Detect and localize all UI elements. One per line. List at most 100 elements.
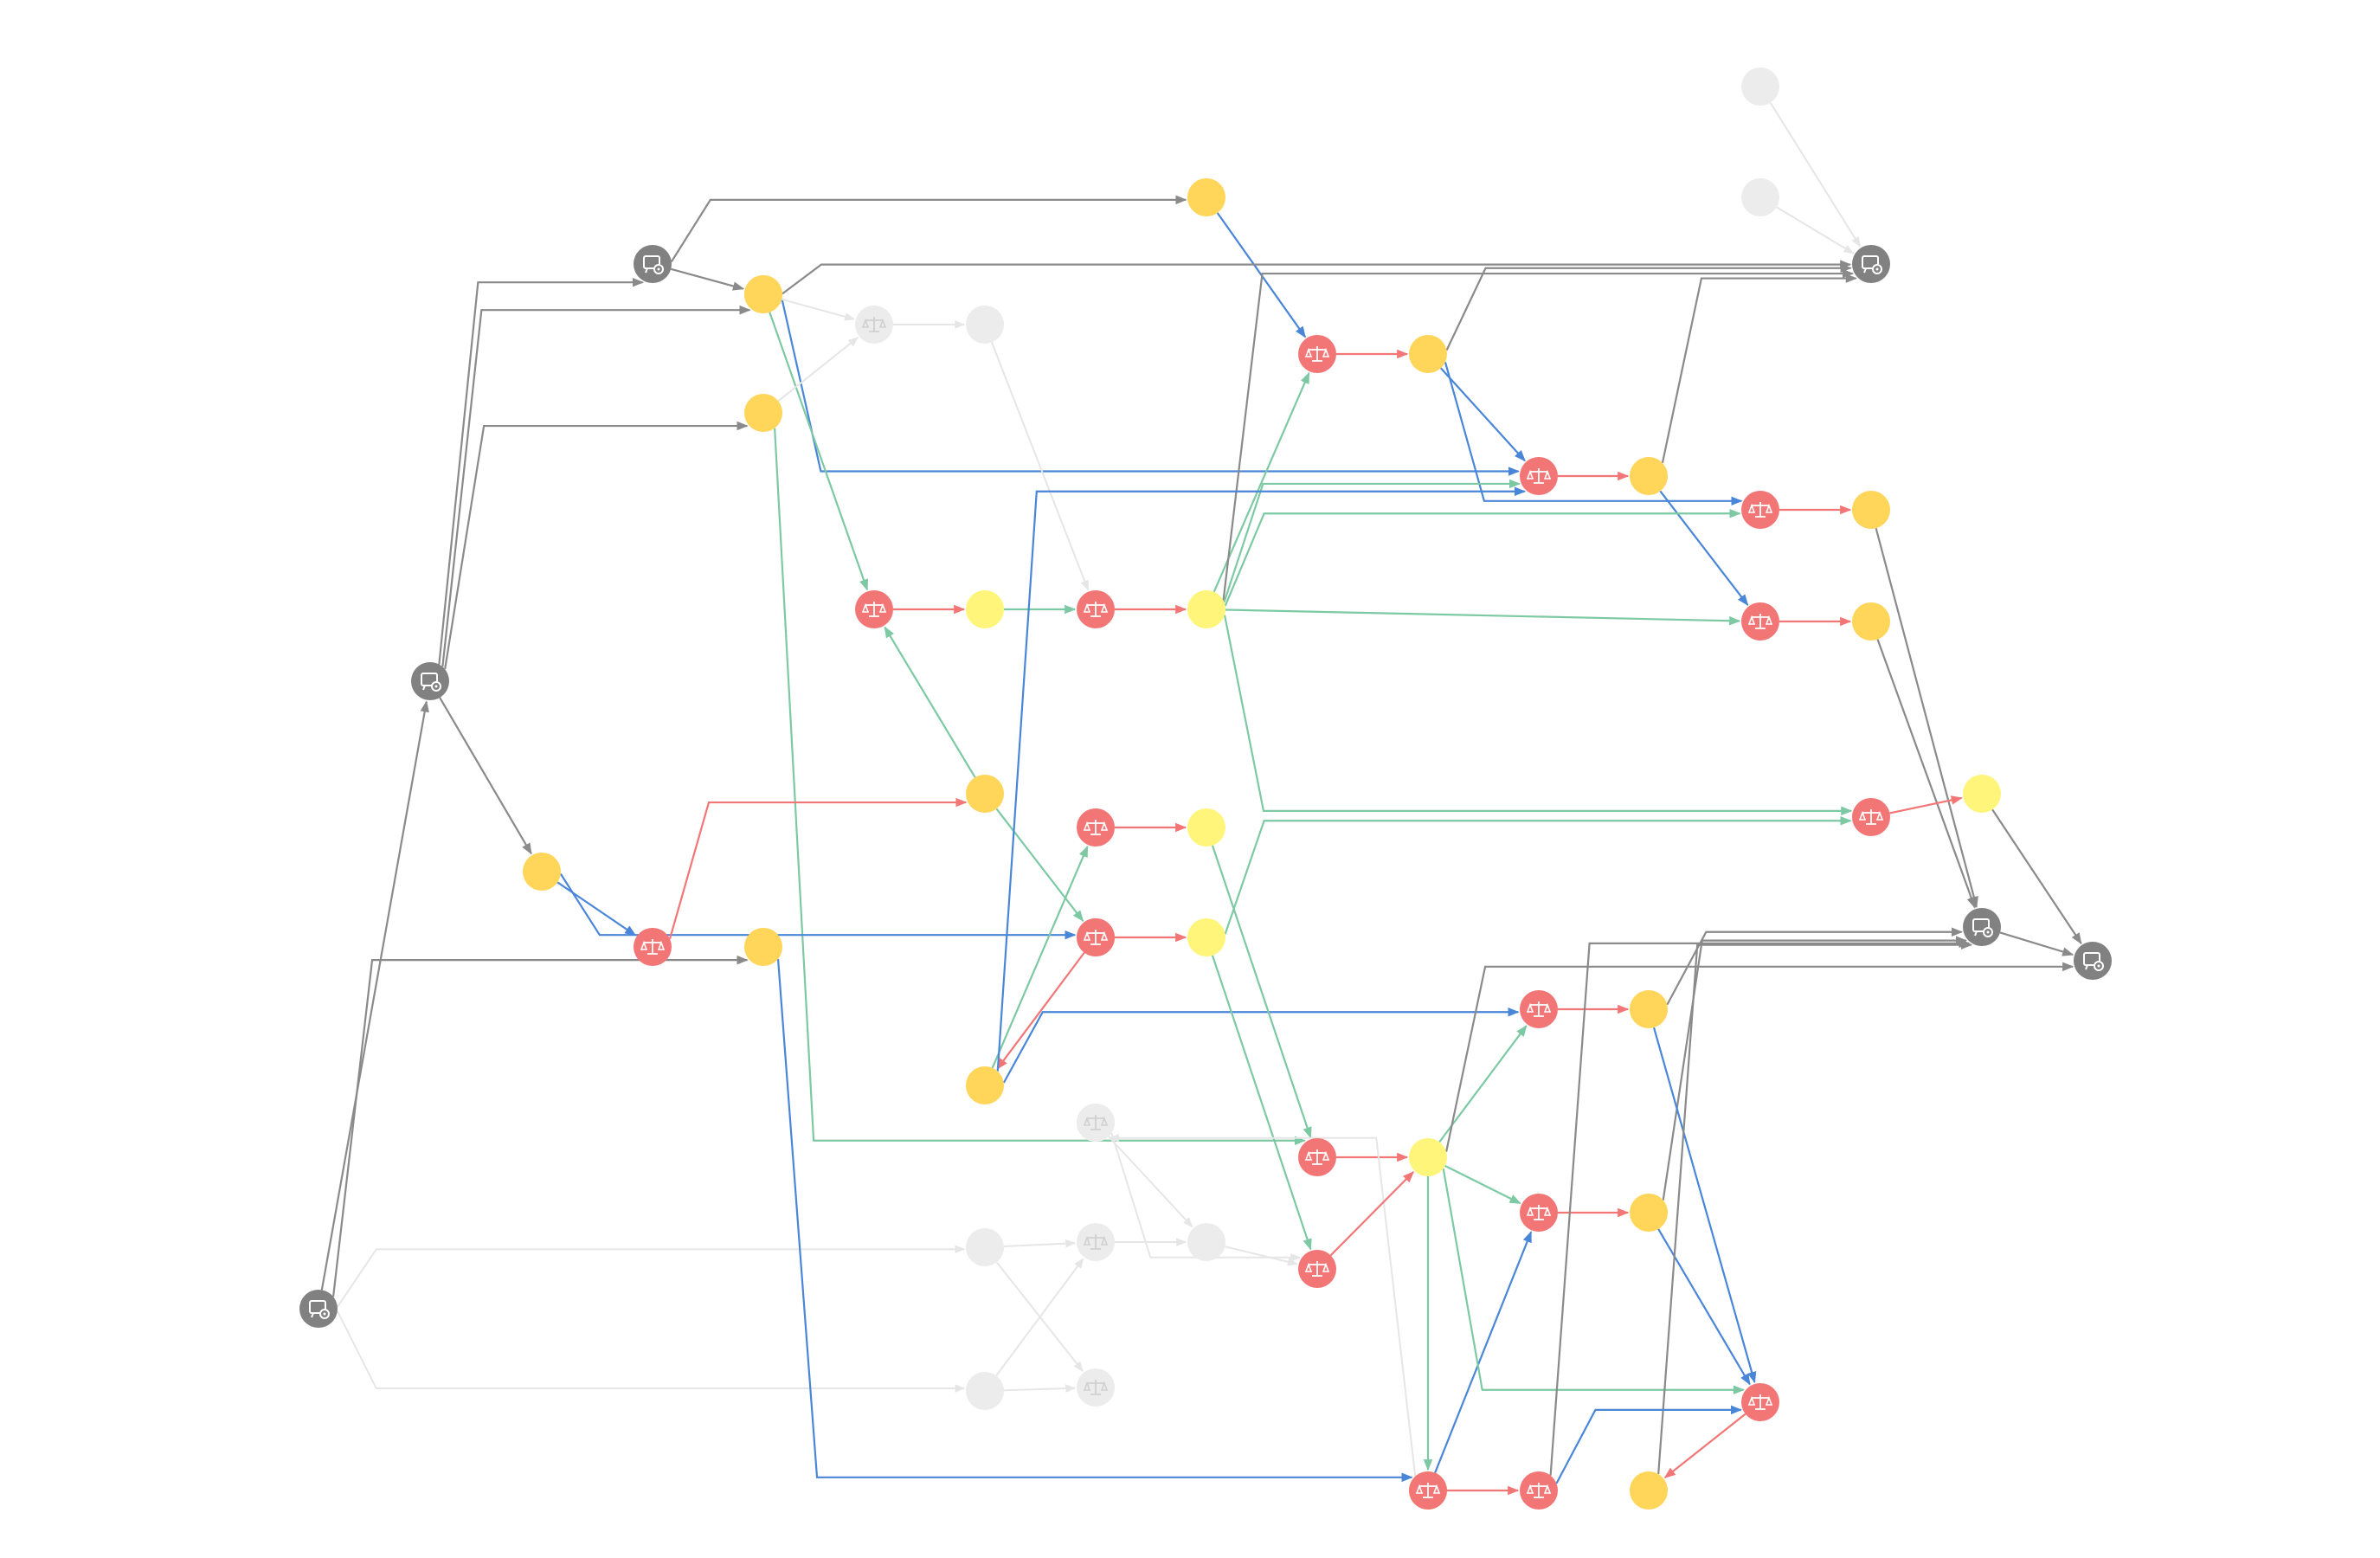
- node-red-r13[interactable]: [1520, 990, 1558, 1028]
- balance-scale-icon: [640, 939, 666, 955]
- node-circle[interactable]: [523, 853, 561, 891]
- node-circle[interactable]: [1741, 68, 1779, 106]
- node-circle[interactable]: [1409, 335, 1447, 373]
- node-gray-g2[interactable]: [634, 245, 672, 283]
- node-light-ly5[interactable]: [1409, 1138, 1447, 1176]
- edge-y3-to-fs1: [777, 337, 859, 402]
- node-yellow-y13[interactable]: [1630, 990, 1668, 1028]
- node-yellow-y6[interactable]: [1409, 335, 1447, 373]
- node-yellow-y16[interactable]: [744, 928, 782, 966]
- edge-ly2-to-r12: [1223, 615, 1853, 816]
- node-circle[interactable]: [411, 662, 449, 700]
- node-circle[interactable]: [299, 1290, 338, 1328]
- node-red-r4[interactable]: [1741, 602, 1779, 641]
- node-circle[interactable]: [1630, 1194, 1668, 1232]
- node-circle[interactable]: [966, 1066, 1004, 1104]
- node-circle[interactable]: [966, 775, 1004, 813]
- node-red-r1[interactable]: [1298, 335, 1336, 373]
- node-red-r11[interactable]: [1298, 1138, 1336, 1176]
- node-gray-g4[interactable]: [1852, 245, 1890, 283]
- node-circle[interactable]: [1187, 590, 1225, 628]
- node-circle[interactable]: [966, 1372, 1004, 1410]
- node-circle[interactable]: [1187, 178, 1225, 216]
- edge-y15-to-g5: [1657, 940, 1973, 1475]
- node-red-r8[interactable]: [855, 590, 893, 628]
- node-faded-f4[interactable]: [1741, 178, 1779, 216]
- node-red-r10[interactable]: [1077, 918, 1115, 956]
- edge-ly2-to-r1: [1213, 371, 1310, 593]
- node-faded-f2[interactable]: [966, 1372, 1004, 1410]
- node-yellow-y9[interactable]: [1852, 602, 1890, 641]
- node-circle[interactable]: [1852, 491, 1890, 529]
- node-yellow-y1[interactable]: [1187, 178, 1225, 216]
- node-red-r15[interactable]: [1520, 1194, 1558, 1232]
- node-light-ly4[interactable]: [1187, 918, 1225, 956]
- node-circle[interactable]: [1187, 918, 1225, 956]
- edge-y6-to-g4: [1445, 263, 1852, 351]
- node-yellow-y3[interactable]: [744, 394, 782, 432]
- node-red-r16[interactable]: [1741, 1383, 1779, 1421]
- node-yellow-y10[interactable]: [966, 775, 1004, 813]
- node-circle[interactable]: [1741, 178, 1779, 216]
- balance-scale-icon: [1747, 1394, 1773, 1410]
- node-circle[interactable]: [1630, 1471, 1668, 1510]
- node-circle[interactable]: [1630, 457, 1668, 495]
- node-circle[interactable]: [1963, 908, 2001, 946]
- node-circle[interactable]: [2074, 942, 2112, 980]
- node-circle[interactable]: [966, 590, 1004, 628]
- node-circle[interactable]: [744, 275, 782, 313]
- node-red-r2[interactable]: [1520, 457, 1558, 495]
- edge-y8-to-g5: [1875, 527, 1978, 909]
- edge-r7-to-y10: [668, 797, 968, 940]
- node-red-r18[interactable]: [1409, 1471, 1447, 1510]
- node-faded_scale-fs5[interactable]: [1077, 1104, 1115, 1142]
- node-yellow-y14[interactable]: [1630, 1194, 1668, 1232]
- node-red-r5[interactable]: [1077, 590, 1115, 628]
- node-light-ly2[interactable]: [1187, 590, 1225, 628]
- node-yellow-y11[interactable]: [966, 1066, 1004, 1104]
- edge-f6-to-r14: [1225, 1246, 1298, 1266]
- node-faded-f1[interactable]: [966, 1228, 1004, 1266]
- node-red-r14[interactable]: [1298, 1250, 1336, 1288]
- node-yellow-y8[interactable]: [1852, 491, 1890, 529]
- node-light-ly6[interactable]: [1963, 775, 2001, 813]
- node-circle[interactable]: [1852, 602, 1890, 641]
- node-circle[interactable]: [1409, 1138, 1447, 1176]
- node-gray-g1[interactable]: [411, 662, 449, 700]
- node-yellow-y15[interactable]: [1630, 1471, 1668, 1510]
- node-faded-f6[interactable]: [1187, 1223, 1225, 1261]
- edge-y4-to-r6: [559, 872, 1077, 940]
- node-circle[interactable]: [966, 1228, 1004, 1266]
- node-circle[interactable]: [744, 394, 782, 432]
- node-red-r3[interactable]: [1741, 491, 1779, 529]
- node-red-r12[interactable]: [1852, 798, 1890, 836]
- node-faded-f5[interactable]: [966, 306, 1004, 344]
- node-gray-g6[interactable]: [2074, 942, 2112, 980]
- node-red-r7[interactable]: [634, 928, 672, 966]
- balance-scale-icon: [1858, 809, 1884, 825]
- edge-r16-to-y15: [1663, 1413, 1746, 1478]
- node-faded_scale-fs4[interactable]: [1077, 1368, 1115, 1407]
- node-circle[interactable]: [1852, 245, 1890, 283]
- node-circle[interactable]: [1187, 808, 1225, 847]
- node-yellow-y7[interactable]: [1630, 457, 1668, 495]
- node-gray-g3[interactable]: [299, 1290, 338, 1328]
- node-faded_scale-fs1[interactable]: [855, 306, 893, 344]
- node-faded_scale-fs3[interactable]: [1077, 1223, 1115, 1261]
- node-light-ly1[interactable]: [966, 590, 1004, 628]
- node-circle[interactable]: [1963, 775, 2001, 813]
- node-circle[interactable]: [966, 306, 1004, 344]
- node-red-r17[interactable]: [1520, 1471, 1558, 1510]
- node-circle[interactable]: [1630, 990, 1668, 1028]
- node-yellow-y5[interactable]: [744, 275, 782, 313]
- node-red-r9[interactable]: [1077, 808, 1115, 847]
- node-light-ly3[interactable]: [1187, 808, 1225, 847]
- node-yellow-y4[interactable]: [523, 853, 561, 891]
- balance-scale-icon: [861, 317, 887, 332]
- node-circle[interactable]: [634, 245, 672, 283]
- node-circle[interactable]: [744, 928, 782, 966]
- node-faded-f3[interactable]: [1741, 68, 1779, 106]
- node-circle[interactable]: [1187, 1223, 1225, 1261]
- node-gray-g5[interactable]: [1963, 908, 2001, 946]
- edge-y10-to-r10: [995, 808, 1084, 923]
